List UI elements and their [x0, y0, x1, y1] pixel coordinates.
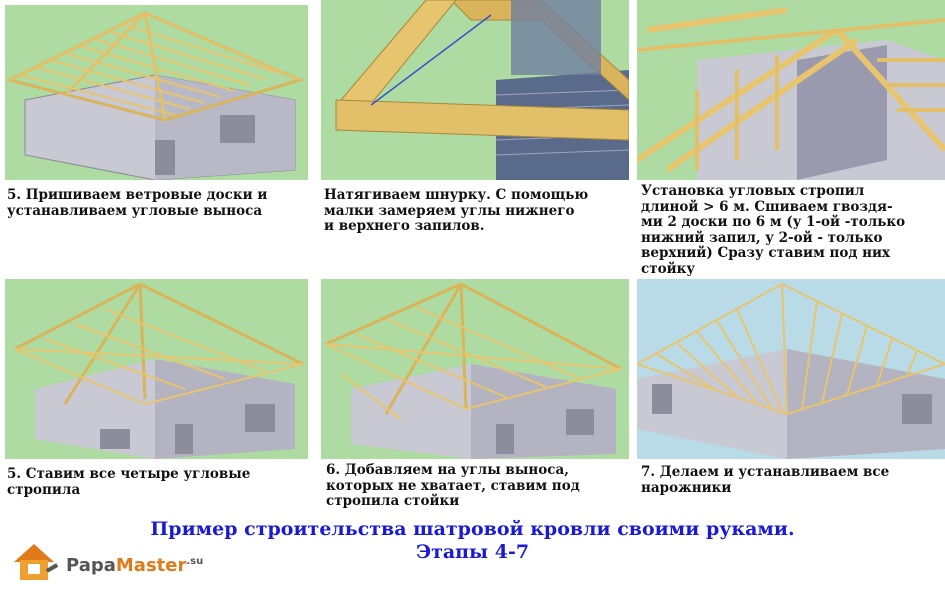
image-panel-5 [321, 279, 629, 459]
panel-4-caption: 5. Ставим все четыре угловые стропила [7, 466, 251, 498]
panel-1-caption: 5. Пришиваем ветровые доски и устанавлив… [7, 187, 268, 219]
hip-rafter-illustration [637, 7, 945, 180]
panel-6-caption: 7. Делаем и устанавливаем все нарожники [641, 464, 890, 496]
logo-su: .su [186, 556, 204, 567]
house-logo-icon [14, 544, 59, 580]
logo-master: Master [115, 555, 187, 576]
image-panel-6 [637, 279, 945, 459]
image-panel-4 [5, 279, 308, 459]
logo-text: PapaMaster.su [66, 555, 203, 576]
site-logo[interactable]: PapaMaster.su [10, 540, 203, 582]
page-title: Пример строительства шатровой кровли сво… [150, 518, 795, 540]
image-panel-3 [637, 0, 945, 180]
four-hip-rafters-illustration [14, 282, 304, 459]
corner-rafters-illustration [325, 282, 622, 459]
jack-rafters-illustration [637, 279, 945, 459]
image-panel-1 [5, 5, 308, 180]
logo-papa: Papa [66, 555, 116, 576]
roof-frame-illustration [5, 11, 305, 180]
panel-2-caption: Натягиваем шнурку. С помощью малки замер… [324, 187, 589, 234]
panel-3-caption: Установка угловых стропил длиной > 6 м. … [641, 183, 906, 277]
rafter-cut-illustration [335, 0, 629, 180]
image-panel-2 [321, 0, 629, 180]
panel-5-caption: 6. Добавляем на углы выноса, которых не … [326, 462, 580, 509]
page-subtitle: Этапы 4-7 [415, 541, 530, 563]
